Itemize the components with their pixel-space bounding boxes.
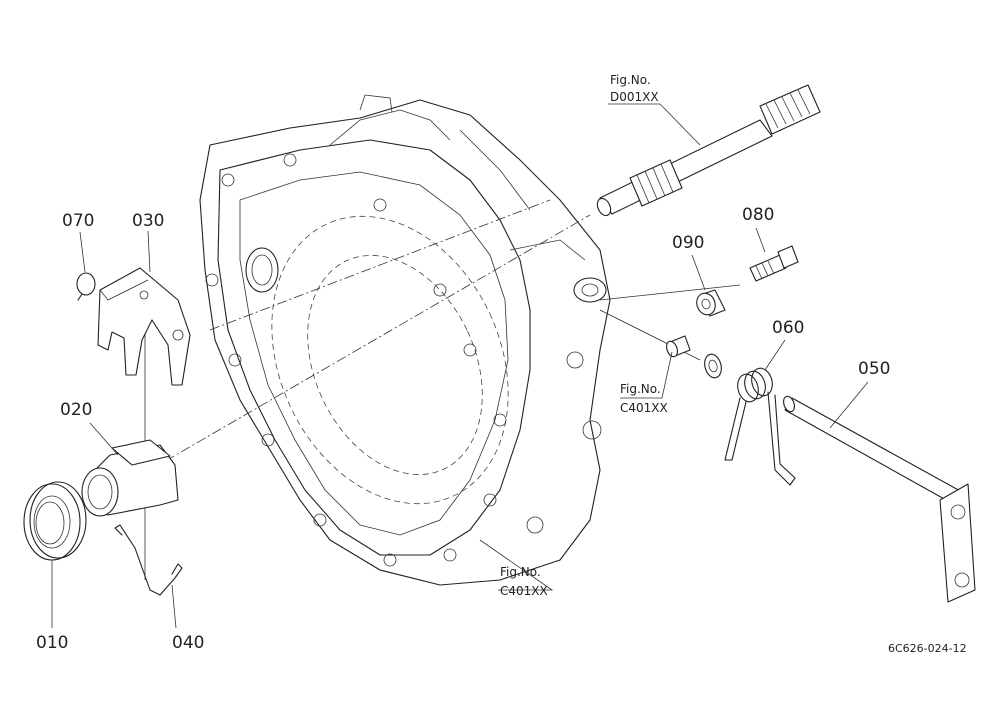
fig-ref-housing-label: Fig.No. [500, 565, 541, 579]
label-040: 040 [172, 633, 204, 653]
fig-ref-shaft-code: D001XX [610, 90, 659, 104]
snap-ring-070 [76, 272, 96, 301]
release-bearing-010 [23, 481, 87, 561]
label-050: 050 [858, 359, 890, 379]
fig-ref-housing-code: C401XX [500, 584, 548, 598]
release-shaft-050 [783, 395, 976, 603]
label-010: 010 [36, 633, 68, 653]
fig-ref-bushing-code: C401XX [620, 401, 668, 415]
torsion-spring-060 [724, 367, 796, 486]
release-fork-030 [97, 267, 191, 386]
fig-ref-bushing-label: Fig.No. [620, 382, 661, 396]
bolt-080 [749, 245, 799, 282]
label-070: 070 [62, 211, 94, 231]
drawing-code: 6C626-024-12 [888, 642, 967, 655]
label-060: 060 [772, 318, 804, 338]
label-090: 090 [672, 233, 704, 253]
leader-lines [51, 103, 869, 629]
release-hub-020 [81, 439, 179, 517]
part-number-labels: 010 020 030 040 050 060 070 080 090 [36, 205, 890, 653]
spring-clip-040 [114, 524, 183, 596]
label-080: 080 [742, 205, 774, 225]
bushing-and-washer [666, 335, 722, 379]
label-030: 030 [132, 211, 164, 231]
input-shaft [596, 84, 821, 217]
fig-ref-shaft-label: Fig.No. [610, 73, 651, 87]
collar-090 [696, 289, 726, 317]
clutch-housing [199, 94, 611, 586]
figure-references: Fig.No. D001XX Fig.No. C401XX Fig.No. C4… [500, 73, 668, 598]
assembly-centerlines [144, 199, 741, 580]
label-020: 020 [60, 400, 92, 420]
